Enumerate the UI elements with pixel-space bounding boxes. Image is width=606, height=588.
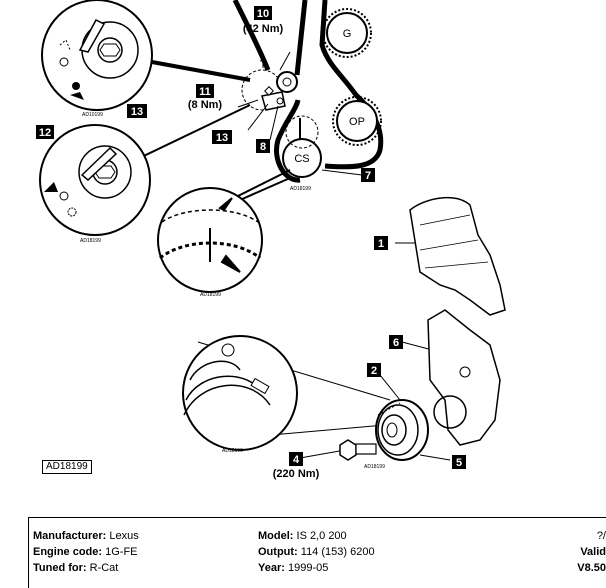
model-row: Model: IS 2,0 200 (258, 530, 347, 542)
model-label: Model: (258, 530, 294, 542)
output-row: Output: 114 (153) 6200 (258, 546, 375, 558)
svg-text:4: 4 (293, 454, 300, 466)
detail-12-ad-code: AD18199 (80, 238, 101, 244)
callout-1: 1 (374, 236, 388, 250)
diagram-reference-code: AD18199 (42, 460, 92, 474)
callout-5: 5 (452, 455, 466, 469)
cs-pulley-label: CS (294, 153, 309, 165)
svg-text:12: 12 (39, 127, 51, 139)
g-pulley: G (322, 8, 372, 58)
output-label: Output: (258, 546, 298, 558)
manufacturer-row: Manufacturer: Lexus (33, 530, 139, 542)
cs-ad-code: AD18199 (290, 186, 311, 192)
callout-10-torque: (42 Nm) (243, 23, 284, 35)
year-label: Year: (258, 562, 285, 574)
callout-10: 10 (42 Nm) (243, 6, 284, 35)
vehicle-info-panel: Manufacturer: Lexus Engine code: 1G-FE T… (28, 517, 606, 588)
svg-text:1: 1 (378, 238, 384, 250)
callout-4: 4 (220 Nm) (273, 452, 320, 480)
manufacturer-value: Lexus (109, 530, 139, 542)
engine-code-row: Engine code: 1G-FE (33, 546, 138, 558)
callout-11-torque: (8 Nm) (188, 99, 223, 111)
g-pulley-label: G (343, 28, 352, 40)
model-value: IS 2,0 200 (296, 530, 347, 542)
detail-13-ad-code: AD10199 (82, 112, 103, 118)
detail-view-12: AD18199 (39, 124, 151, 244)
detail-view-crank: AD18199 (182, 335, 298, 454)
callout-13-mid: 13 (212, 130, 232, 144)
svg-text:10: 10 (257, 8, 269, 20)
engine-code-label: Engine code: (33, 546, 103, 558)
callout-4-torque: (220 Nm) (273, 468, 320, 480)
timing-belt-diagram: G OP CS AD18199 T (36, 0, 506, 480)
svg-text:6: 6 (393, 337, 399, 349)
svg-text:2: 2 (371, 365, 377, 377)
manufacturer-label: Manufacturer: (33, 530, 107, 542)
year-value: 1999-05 (287, 562, 329, 574)
gear-detail-ad-code: AD18199 (200, 292, 221, 298)
timing-cover-lower (427, 309, 501, 446)
pulley-ad-code: AD18199 (364, 464, 385, 470)
output-value: 114 (153) 6200 (300, 546, 375, 558)
svg-text:11: 11 (199, 86, 211, 98)
svg-text:5: 5 (456, 457, 462, 469)
callout-6: 6 (389, 335, 403, 349)
callout-8: 8 (256, 139, 270, 153)
callout-12: 12 (36, 125, 54, 139)
year-row: Year: 1999-05 (258, 562, 328, 574)
detail-view-13: AD10199 (41, 0, 153, 118)
svg-text:13: 13 (131, 106, 143, 118)
op-pulley-label: OP (349, 116, 365, 128)
callout-13-top: 13 (127, 104, 147, 118)
callout-2: 2 (367, 363, 381, 377)
tuned-for-row: Tuned for: R-Cat (33, 562, 118, 574)
tuned-for-label: Tuned for: (33, 562, 87, 574)
col3-row3: V8.50 (577, 562, 606, 574)
cs-pulley: CS AD18199 (282, 115, 322, 192)
op-pulley: OP (332, 96, 382, 146)
timing-cover-upper (409, 197, 506, 316)
crank-detail-ad-code: AD18199 (222, 448, 243, 454)
tuned-for-value: R-Cat (89, 562, 119, 574)
svg-text:7: 7 (365, 170, 371, 182)
tensioner-label: T (260, 59, 267, 71)
crank-bolt (339, 439, 377, 461)
detail-view-gear-teeth: AD18199 (157, 187, 263, 298)
engine-code-value: 1G-FE (105, 546, 138, 558)
svg-text:13: 13 (216, 132, 228, 144)
col3-row1: ?/ (596, 530, 606, 542)
svg-text:8: 8 (260, 141, 266, 153)
tensioner: T (241, 59, 298, 111)
crankshaft-pulley: AD18199 (364, 399, 429, 470)
col3-row2: Valid (580, 546, 606, 558)
callout-7: 7 (361, 168, 375, 182)
callout-11: 11 (8 Nm) (188, 84, 223, 111)
